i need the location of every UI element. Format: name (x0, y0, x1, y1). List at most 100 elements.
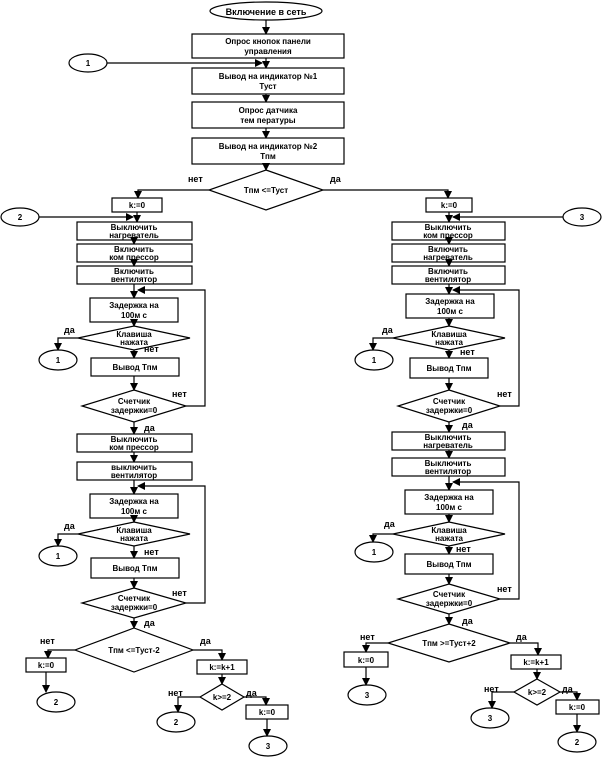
svg-text:Включить: Включить (114, 245, 154, 254)
left-key-decision: Клавиша нажата (77, 325, 191, 351)
right-counter2-no-label: нет (497, 584, 512, 594)
svg-text:нажата: нажата (435, 338, 463, 347)
svg-text:k:=0: k:=0 (259, 708, 276, 717)
svg-text:вентилятор: вентилятор (425, 275, 471, 284)
svg-text:k>=2: k>=2 (528, 688, 547, 697)
connector-1-main: 1 (68, 53, 108, 73)
right-k-cmp: k>=2 (512, 678, 562, 706)
right-kcmp-no-label: нет (484, 684, 499, 694)
svg-text:Клавиша: Клавиша (431, 526, 467, 535)
left-key2-yes-label: да (64, 521, 76, 531)
svg-text:Тпм: Тпм (260, 152, 276, 161)
left-counter-no-label: нет (172, 389, 187, 399)
svg-text:Туст: Туст (259, 82, 276, 91)
svg-text:выключить: выключить (111, 463, 157, 472)
svg-text:1: 1 (372, 548, 377, 557)
left-k-zero: k:=0 (25, 657, 67, 673)
svg-text:k:=0: k:=0 (441, 201, 458, 210)
poll-buttons-box: Опрос кнопок панели управления (191, 33, 345, 59)
connector-2-left-kcmp: 2 (156, 711, 196, 733)
svg-text:Счетчик: Счетчик (118, 397, 151, 406)
svg-text:Выключить: Выключить (111, 435, 158, 444)
right-delay-2: Задержка на 100м с (404, 489, 494, 515)
svg-text:2: 2 (18, 213, 23, 222)
svg-text:Включение в сеть: Включение в сеть (226, 7, 307, 17)
svg-text:2: 2 (54, 698, 59, 707)
svg-text:k>=2: k>=2 (213, 693, 232, 702)
svg-text:Вывод Тпм: Вывод Тпм (426, 364, 471, 373)
main-no-label: нет (188, 174, 203, 184)
svg-text:нажата: нажата (120, 338, 148, 347)
connector-2-left-end: 2 (36, 691, 76, 713)
left-heater-off: Выключить нагреватель (76, 221, 193, 241)
svg-text:Включить: Включить (428, 267, 468, 276)
svg-text:ком прессор: ком прессор (109, 253, 159, 262)
svg-text:Счетчик: Счетчик (118, 594, 151, 603)
left-output-2: Вывод Тпм (90, 557, 180, 579)
svg-text:Тпм <=Туст: Тпм <=Туст (244, 186, 288, 195)
connector-1-left-b: 1 (38, 545, 78, 567)
svg-text:задержки=0: задержки=0 (426, 599, 473, 608)
svg-text:k:=0: k:=0 (38, 661, 55, 670)
left-compressor-off: Выключить ком прессор (76, 433, 193, 453)
svg-text:Задержка на: Задержка на (109, 497, 159, 506)
svg-text:нагреватель: нагреватель (423, 253, 473, 262)
right-counter-decision: Счетчик задержки=0 (395, 389, 503, 423)
right-final-no-label: нет (360, 632, 375, 642)
left-output: Вывод Тпм (90, 357, 180, 377)
svg-text:100м с: 100м с (436, 503, 462, 512)
svg-text:3: 3 (365, 691, 370, 700)
svg-text:Счетчик: Счетчик (433, 590, 466, 599)
svg-text:Вывод на индикатор №1: Вывод на индикатор №1 (219, 72, 318, 81)
svg-text:Выключить: Выключить (425, 223, 472, 232)
left-counter-decision-2: Счетчик задержки=0 (79, 587, 189, 619)
svg-text:Вывод Тпм: Вывод Тпм (426, 560, 471, 569)
connector-1-right-a: 1 (354, 349, 394, 371)
svg-text:Клавиша: Клавиша (116, 526, 152, 535)
left-k-cmp: k>=2 (198, 683, 246, 711)
svg-text:1: 1 (86, 59, 91, 68)
right-counter2-yes-label: да (462, 616, 474, 626)
svg-text:1: 1 (56, 552, 61, 561)
svg-text:Выключить: Выключить (425, 433, 472, 442)
svg-text:Счетчик: Счетчик (433, 397, 466, 406)
svg-text:ком прессор: ком прессор (109, 443, 159, 452)
svg-text:3: 3 (580, 213, 585, 222)
svg-text:Клавиша: Клавиша (116, 330, 152, 339)
svg-text:вентилятор: вентилятор (425, 467, 471, 476)
right-key-no-label: нет (460, 347, 475, 357)
left-k-zero-2: k:=0 (245, 704, 289, 720)
right-key-decision: Клавиша нажата (392, 325, 506, 351)
svg-text:нагреватель: нагреватель (423, 441, 473, 450)
left-final-yes-label: да (200, 636, 212, 646)
right-delay: Задержка на 100м с (405, 293, 495, 319)
svg-text:3: 3 (488, 714, 493, 723)
svg-text:нажата: нажата (120, 534, 148, 543)
right-key2-no-label: нет (456, 544, 471, 554)
svg-text:вентилятор: вентилятор (111, 275, 157, 284)
right-counter-yes-label: да (462, 420, 474, 430)
right-counter-no-label: нет (497, 389, 512, 399)
right-k-zero-2: k:=0 (555, 699, 600, 715)
svg-text:ком прессор: ком прессор (423, 231, 473, 240)
left-counter-yes-label: да (144, 423, 156, 433)
svg-text:нажата: нажата (435, 534, 463, 543)
left-fan-on: Включить вентилятор (76, 265, 193, 285)
right-heater-off: Выключить нагреватель (391, 431, 506, 451)
left-key-no-label: нет (144, 344, 159, 354)
svg-text:Задержка на: Задержка на (424, 493, 474, 502)
svg-text:3: 3 (266, 742, 271, 751)
left-fan-off: выключить вентилятор (76, 461, 193, 481)
svg-text:100м с: 100м с (121, 311, 147, 320)
connector-1-left-a: 1 (38, 349, 78, 371)
right-output: Вывод Тпм (409, 357, 489, 379)
left-compressor-on: Включить ком прессор (76, 243, 193, 263)
svg-text:Опрос датчика: Опрос датчика (239, 106, 298, 115)
main-decision: Тпм <=Туст (207, 169, 325, 211)
right-kcmp-yes-label: да (562, 684, 574, 694)
svg-text:Задержка на: Задержка на (425, 297, 475, 306)
svg-text:нагреватель: нагреватель (109, 231, 159, 240)
svg-text:задержки=0: задержки=0 (426, 406, 473, 415)
left-key-yes-label: да (64, 325, 76, 335)
svg-text:управления: управления (244, 47, 292, 56)
